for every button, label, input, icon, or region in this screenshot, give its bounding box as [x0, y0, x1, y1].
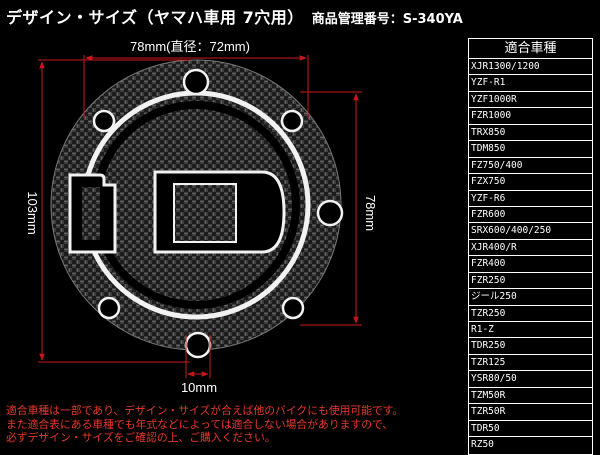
model-row: FZR1000	[469, 108, 592, 125]
bolt-hole	[184, 331, 212, 359]
product-number: 商品管理番号：S-340YA	[311, 12, 463, 27]
model-row: YZF-R6	[469, 191, 592, 207]
dim-height-left-label: 103mm	[25, 191, 40, 234]
dim-height-right	[300, 91, 362, 326]
dim-width-label: 78mm(直径：72mm)	[130, 39, 250, 54]
bolt-hole	[280, 109, 304, 133]
model-row: RZ50	[471, 439, 494, 451]
model-row: TZM50R	[469, 388, 592, 405]
model-row: XJR400/R	[469, 240, 592, 257]
dim-hole	[185, 335, 211, 378]
model-row: TDR250	[469, 338, 592, 355]
dim-height-right-label: 78mm	[363, 195, 378, 231]
bolt-hole	[281, 296, 305, 320]
model-row: YZF-R1	[469, 75, 592, 92]
model-row: TZR50R	[469, 404, 592, 421]
bolt-hole	[92, 109, 116, 133]
model-row: ジール250	[469, 289, 592, 306]
model-row: TRX850	[469, 125, 592, 142]
model-row: SRX600/400/250	[469, 223, 592, 240]
notes: 適合車種は一部であり、デザイン・サイズが合えば他のバイクにも使用可能です。 また…	[6, 404, 466, 445]
model-row: TDM850	[469, 141, 592, 158]
model-row: XJR1300/1200	[469, 59, 592, 76]
model-row: R1-Z	[469, 322, 592, 339]
model-row: FZ750/400	[469, 158, 592, 175]
bolt-hole	[182, 68, 210, 96]
model-row: YZF1000R	[469, 92, 592, 109]
bolt-hole	[97, 296, 121, 320]
model-row: TZR125	[469, 355, 592, 372]
model-row: TDR50	[469, 421, 592, 438]
note-line: 適合車種は一部であり、デザイン・サイズが合えば他のバイクにも使用可能です。	[6, 404, 404, 417]
title-main: デザイン・サイズ（ヤマハ車用 7穴用）	[6, 8, 304, 27]
model-row: FZX750	[469, 174, 592, 191]
dim-hole-label: 10mm	[181, 380, 217, 395]
center-square	[173, 183, 237, 243]
dim-width	[83, 55, 309, 118]
dim-height-left	[38, 59, 190, 363]
bolt-hole	[316, 199, 344, 227]
note-line: 必ずデザイン・サイズをご確認の上、ご購入ください。	[6, 431, 276, 444]
model-row: FZR600	[469, 207, 592, 224]
bolt-holes	[92, 68, 344, 359]
page-title: デザイン・サイズ（ヤマハ車用 7穴用） 商品管理番号：S-340YA	[6, 6, 463, 30]
model-row: FZR250	[469, 273, 592, 290]
model-row: FZR400	[469, 256, 592, 273]
models-header: 適合車種	[469, 39, 592, 59]
model-row: TZR250	[469, 306, 592, 322]
note-line: また適合表にある車種でも年式などによっては適合しない場合がありますので、	[6, 417, 394, 431]
model-row: YSR80/50	[469, 371, 592, 388]
